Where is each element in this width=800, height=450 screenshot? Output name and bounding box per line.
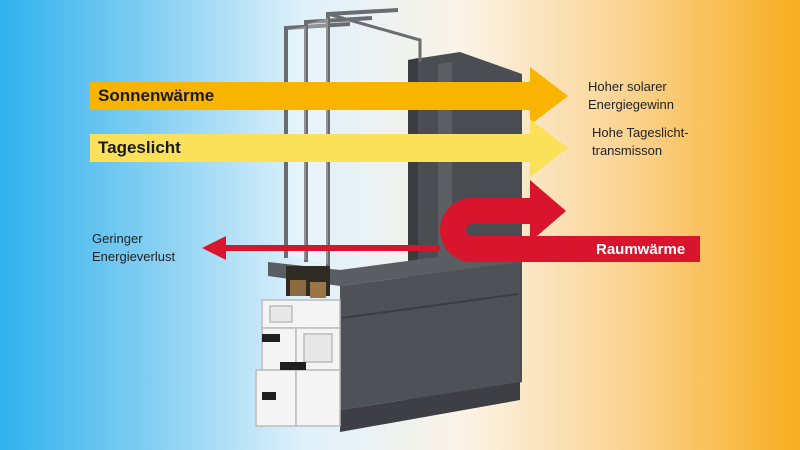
sun-arrow-label: Sonnenwärme bbox=[98, 86, 215, 105]
energy-loss-line-1: Geringer bbox=[92, 231, 143, 246]
solar-gain-caption: Hoher solarer Energiegewinn bbox=[588, 78, 674, 114]
daylight-arrow-label: Tageslicht bbox=[98, 138, 181, 157]
daylight-transmission-line-1: Hohe Tageslicht- bbox=[592, 125, 689, 140]
room-heat-arrow bbox=[440, 180, 700, 262]
wood-block-2 bbox=[310, 282, 326, 298]
room-heat-label: Raumwärme bbox=[596, 241, 686, 258]
frame-bottom bbox=[340, 382, 520, 432]
energy-loss-line-2: Energieverlust bbox=[92, 249, 176, 264]
gasket-seals bbox=[262, 334, 306, 400]
energy-loss-arrow bbox=[202, 236, 440, 260]
sun-arrow bbox=[90, 67, 568, 125]
solar-gain-line-2: Energiegewinn bbox=[588, 97, 675, 112]
wood-block-1 bbox=[290, 280, 306, 296]
solar-gain-line-1: Hoher solarer bbox=[588, 79, 667, 94]
daylight-arrow bbox=[90, 119, 568, 177]
daylight-transmission-line-2: transmisson bbox=[592, 143, 663, 158]
glass-top-edge bbox=[327, 12, 422, 62]
daylight-transmission-caption: Hohe Tageslicht- transmisson bbox=[592, 124, 689, 160]
frame-groove bbox=[341, 293, 519, 319]
energy-loss-caption: Geringer Energieverlust bbox=[92, 230, 175, 266]
